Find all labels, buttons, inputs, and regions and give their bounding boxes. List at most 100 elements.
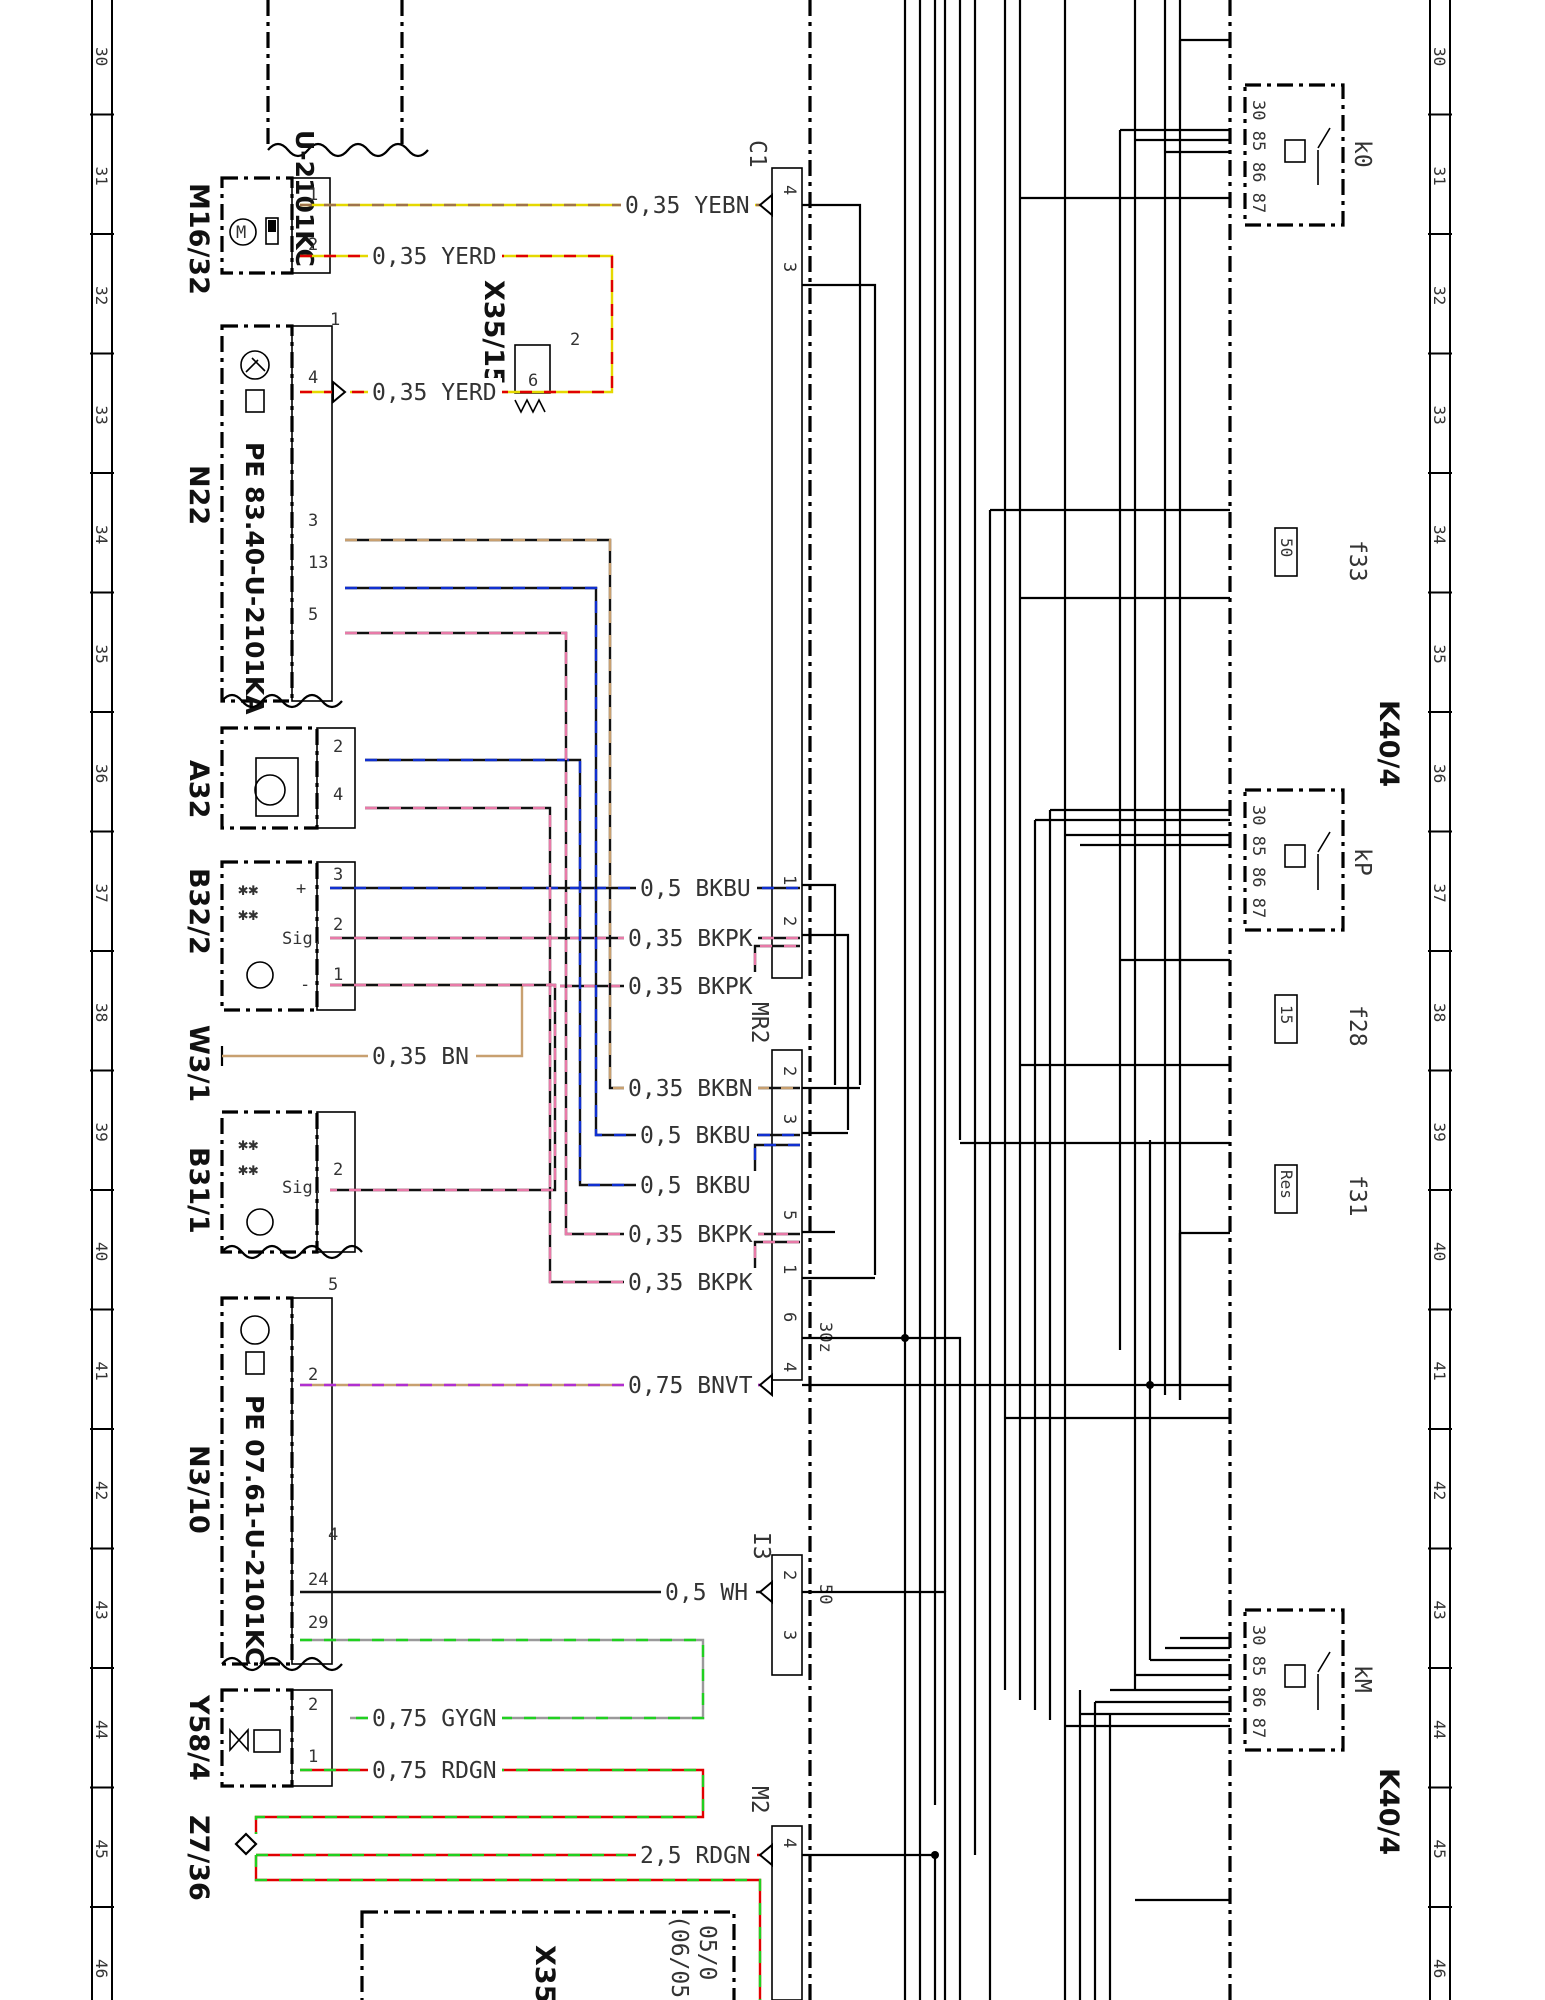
hand-icon xyxy=(245,389,265,413)
relay-km-label: kM xyxy=(1349,1665,1375,1693)
label-n3-10: N3/10 xyxy=(183,1445,214,1534)
svg-text:1: 1 xyxy=(333,965,343,985)
row-number: 33 xyxy=(92,406,111,425)
wire-16: 2,5 RDGN xyxy=(256,1841,773,1869)
svg-text:2: 2 xyxy=(308,1695,318,1715)
svg-text:30 85: 30 85 xyxy=(1248,805,1268,856)
relay-k0: 30 85 86 87 k0 xyxy=(1243,83,1375,227)
hand-icon xyxy=(245,1351,265,1375)
wire-4: 0,35 BKPK xyxy=(330,924,800,952)
svg-text:Sig.: Sig. xyxy=(282,1178,323,1198)
svg-text:4: 4 xyxy=(779,185,799,195)
bottom-note-2: (06/05 xyxy=(666,1915,692,1998)
relay-k0-label: k0 xyxy=(1349,140,1375,168)
fuse-f31: Res f31 xyxy=(1274,1164,1370,1217)
wire-1: 0,35 YERD xyxy=(300,242,614,394)
component-y58-4: Y58/4 2 1 xyxy=(183,1688,333,1788)
row-number: 36 xyxy=(1430,764,1449,783)
wire-10: 0,35 BKPK xyxy=(345,631,800,1248)
svg-text:4: 4 xyxy=(779,1362,799,1372)
label-z7-36: Z7/36 xyxy=(183,1815,214,1901)
relay-module-label-1: K40/4 xyxy=(1373,700,1404,787)
row-number: 31 xyxy=(92,167,111,186)
row-number: 38 xyxy=(1430,1003,1449,1022)
connector-i3: I3 2 3 50 xyxy=(748,1532,835,1676)
wire-label: 0,35 YERD xyxy=(372,380,497,406)
fuse-f31-label: f31 xyxy=(1344,1175,1370,1217)
relay-km: 30 85 86 87 kM K40/4 xyxy=(1243,1608,1404,1855)
svg-text:1: 1 xyxy=(330,310,340,330)
row-number: 41 xyxy=(92,1362,111,1381)
sensor-stars-icon: ✱✱ xyxy=(238,880,258,900)
row-number: 45 xyxy=(92,1840,111,1859)
wire-label: 0,75 RDGN xyxy=(372,1758,497,1784)
wire-label: 0,35 YEBN xyxy=(625,193,750,219)
fuse-f33-label: f33 xyxy=(1344,540,1370,582)
bottom-x35-box: X35 05/0 (06/05 xyxy=(360,1910,736,2000)
n3-10-doc: PE 07.61-U-2101KC xyxy=(240,1395,269,1665)
svg-text:3: 3 xyxy=(779,1114,799,1124)
svg-text:C1: C1 xyxy=(744,140,770,168)
component-b31-1: ✱✱ ✱✱ B31/1 Sig. 2 xyxy=(183,1110,363,1260)
row-number: 42 xyxy=(92,1481,111,1500)
row-number: 32 xyxy=(92,286,111,305)
svg-text:M2: M2 xyxy=(746,1786,772,1814)
svg-text:MR2: MR2 xyxy=(746,1002,772,1044)
svg-text:13: 13 xyxy=(308,553,328,573)
label-b32-2: B32/2 xyxy=(183,868,214,955)
row-number: 38 xyxy=(92,1003,111,1022)
svg-text:29: 29 xyxy=(308,1613,328,1633)
relay-kp-label: kP xyxy=(1349,848,1375,876)
svg-text:+: + xyxy=(296,879,306,899)
row-number: 43 xyxy=(92,1601,111,1620)
sensor-icon xyxy=(246,1208,274,1236)
wire-2: 0,35 YERD xyxy=(300,378,502,406)
row-number: 34 xyxy=(1430,525,1449,544)
row-number: 34 xyxy=(92,525,111,544)
pin-2: 2 xyxy=(308,235,318,255)
svg-text:3: 3 xyxy=(779,262,799,272)
svg-text:Res: Res xyxy=(1277,1170,1296,1199)
motor-icon xyxy=(229,218,257,246)
wire-label: 0,5 BKBU xyxy=(640,1123,751,1149)
svg-text:50: 50 xyxy=(815,1584,835,1604)
wire-label: 0,5 BKBU xyxy=(640,1173,751,1199)
wire-6: 0,35 BN xyxy=(222,983,524,1070)
svg-text:3: 3 xyxy=(779,1630,799,1640)
label-w3-1: W3/1 xyxy=(183,1025,214,1102)
row-number: 37 xyxy=(92,884,111,903)
svg-text:86 87: 86 87 xyxy=(1248,867,1268,918)
wire-3: 0,5 BKBU xyxy=(330,874,800,902)
fuse-f33: 50 f33 xyxy=(1274,527,1370,582)
row-number: 45 xyxy=(1430,1840,1449,1859)
wire-label: 0,75 GYGN xyxy=(372,1706,497,1732)
splice-z7-36: Z7/36 xyxy=(183,1815,258,1901)
component-n22: PE 83.40-U-2101KA N22 1 4 3 13 5 xyxy=(183,310,343,715)
wire-9: 0,5 BKBU xyxy=(365,758,800,1199)
pin-1: 1 xyxy=(308,185,318,205)
wire-label: 0,35 BKPK xyxy=(628,926,753,952)
transistor-icon xyxy=(254,774,286,806)
svg-text:30 85: 30 85 xyxy=(1248,1625,1268,1676)
wire-8: 0,5 BKBU xyxy=(345,586,800,1149)
svg-text:4: 4 xyxy=(333,785,343,805)
row-number: 32 xyxy=(1430,286,1449,305)
sensor-icon xyxy=(240,1315,270,1345)
wire-label: 2,5 RDGN xyxy=(640,1843,751,1869)
row-ruler-right xyxy=(1429,0,1451,2000)
label-b31-1: B31/1 xyxy=(183,1147,214,1234)
svg-text:2: 2 xyxy=(779,1066,799,1076)
connector-m2: M2 4 xyxy=(746,1786,803,2000)
row-number: 46 xyxy=(92,1959,111,1978)
row-number: 39 xyxy=(92,1123,111,1142)
wire-extra-1 xyxy=(330,983,557,1192)
bus-lines xyxy=(802,0,1230,2000)
row-number: 43 xyxy=(1430,1601,1449,1620)
svg-text:2: 2 xyxy=(333,1160,343,1180)
wire-label: 0,35 BKPK xyxy=(628,974,753,1000)
svg-text:✱✱: ✱✱ xyxy=(238,1160,258,1180)
svg-text:5: 5 xyxy=(779,1210,799,1220)
row-number: 36 xyxy=(92,764,111,783)
